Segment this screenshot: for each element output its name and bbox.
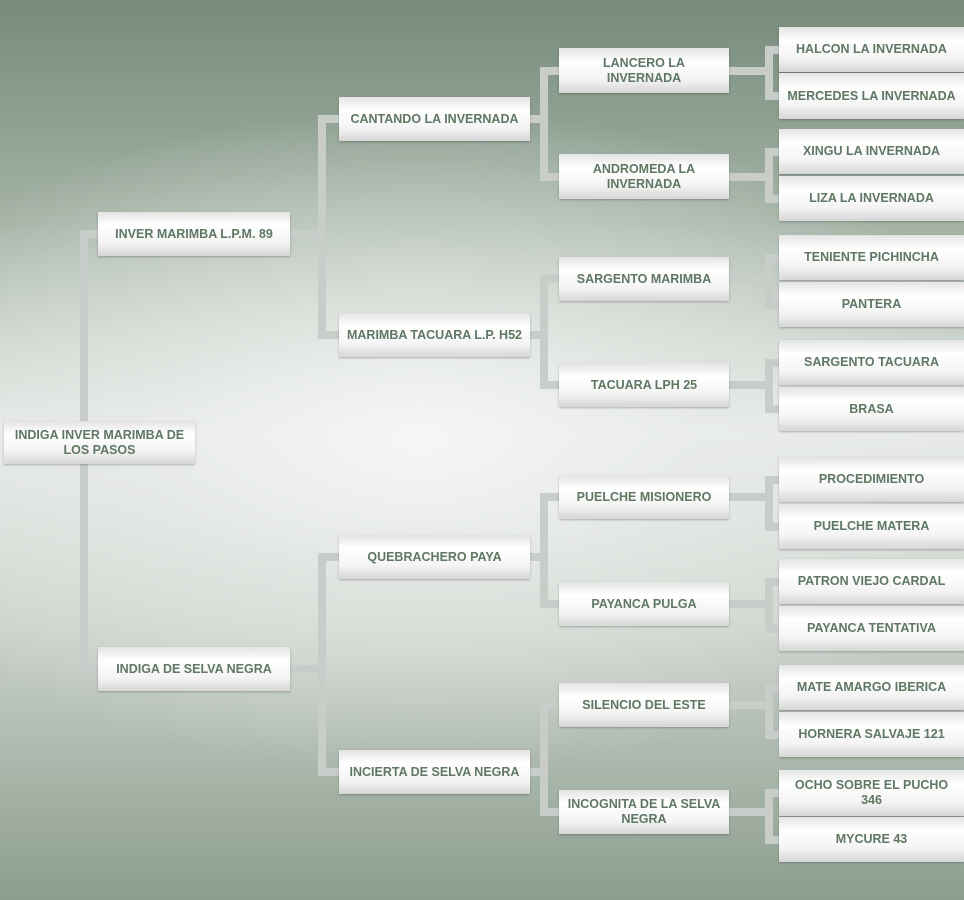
connector-line (318, 553, 326, 776)
connector-line (540, 600, 559, 608)
connector-line (765, 405, 779, 413)
connector-line (765, 835, 779, 844)
connector-line (540, 701, 548, 816)
connector-line (540, 66, 559, 75)
ancestor-gen4-2[interactable]: MERCEDES LA INVERNADA (779, 73, 964, 119)
ancestor-gen4-6[interactable]: PANTERA (779, 282, 964, 327)
ancestor-gen4-10[interactable]: PUELCHE MATERA (779, 504, 964, 549)
ancestor-gen3-2[interactable]: ANDROMEDA LA INVERNADA (559, 154, 729, 199)
ancestor-gen2-3[interactable]: QUEBRACHERO PAYA (339, 535, 530, 579)
ancestor-gen4-13[interactable]: MATE AMARGO IBERICA (779, 665, 964, 710)
ancestor-gen1-2[interactable]: INDIGA DE SELVA NEGRA (98, 647, 290, 691)
connector-line (530, 331, 548, 339)
connector-line (540, 66, 548, 181)
connector-line (765, 194, 779, 203)
ancestor-gen4-4[interactable]: LIZA LA INVERNADA (779, 176, 964, 221)
connector-line (765, 730, 779, 739)
ancestor-gen4-16[interactable]: MYCURE 43 (779, 817, 964, 862)
ancestor-gen2-1[interactable]: CANTANDO LA INVERNADA (339, 97, 530, 141)
ancestor-gen4-14[interactable]: HORNERA SALVAJE 121 (779, 712, 964, 757)
connector-line (765, 475, 773, 531)
ancestor-gen4-12[interactable]: PAYANCA TENTATIVA (779, 606, 964, 651)
connector-line (765, 45, 773, 100)
ancestor-gen3-7[interactable]: SILENCIO DEL ESTE (559, 683, 729, 727)
connector-line (530, 768, 548, 776)
connector-line (765, 475, 779, 484)
connector-line (765, 147, 779, 156)
ancestor-gen3-5[interactable]: PUELCHE MISIONERO (559, 475, 729, 519)
connector-line (530, 115, 548, 123)
connector-line (729, 66, 773, 75)
connector-line (80, 665, 98, 673)
connector-line (318, 553, 339, 561)
connector-line (765, 683, 773, 739)
connector-line (765, 577, 779, 586)
ancestor-gen4-11[interactable]: PATRON VIEJO CARDAL (779, 559, 964, 604)
ancestor-gen3-3[interactable]: SARGENTO MARIMBA (559, 257, 729, 301)
connector-line (729, 381, 773, 389)
ancestor-gen4-8[interactable]: BRASA (779, 387, 964, 431)
connector-line (765, 253, 779, 262)
connector-line (540, 172, 559, 181)
connector-line (729, 808, 773, 816)
ancestor-gen4-7[interactable]: SARGENTO TACUARA (779, 340, 964, 385)
subject-animal[interactable]: INDIGA INVER MARIMBA DE LOS PASOS (4, 421, 195, 464)
connector-line (530, 553, 548, 561)
ancestor-gen4-3[interactable]: XINGU LA INVERNADA (779, 129, 964, 174)
connector-line (765, 45, 779, 54)
connector-line (765, 522, 779, 531)
ancestor-gen4-9[interactable]: PROCEDIMIENTO (779, 457, 964, 502)
ancestor-gen4-5[interactable]: TENIENTE PICHINCHA (779, 235, 964, 280)
connector-line (318, 115, 326, 339)
connector-line (729, 493, 773, 501)
connector-line (765, 577, 773, 633)
connector-line (765, 789, 773, 844)
connector-line (540, 275, 548, 389)
ancestor-gen3-1[interactable]: LANCERO LA INVERNADA (559, 48, 729, 93)
connector-line (765, 358, 779, 367)
connector-line (765, 789, 779, 797)
connector-line (729, 172, 773, 181)
connector-line (540, 381, 559, 389)
connector-line (729, 701, 773, 709)
connector-line (765, 300, 779, 309)
connector-line (540, 808, 559, 816)
connector-line (318, 768, 339, 776)
connector-line (540, 275, 559, 283)
ancestor-gen2-2[interactable]: MARIMBA TACUARA L.P. H52 (339, 313, 530, 357)
connector-line (765, 253, 773, 309)
connector-line (765, 624, 779, 633)
connector-line (765, 147, 773, 203)
connector-line (729, 275, 773, 283)
connector-line (765, 683, 779, 692)
connector-line (318, 331, 339, 339)
ancestor-gen3-8[interactable]: INCOGNITA DE LA SELVA NEGRA (559, 790, 729, 834)
connector-line (80, 230, 98, 238)
ancestor-gen3-4[interactable]: TACUARA LPH 25 (559, 363, 729, 407)
ancestor-gen4-15[interactable]: OCHO SOBRE EL PUCHO 346 (779, 770, 964, 816)
connector-line (540, 493, 548, 608)
connector-line (540, 493, 559, 501)
ancestor-gen3-6[interactable]: PAYANCA PULGA (559, 582, 729, 626)
ancestor-gen2-4[interactable]: INCIERTA DE SELVA NEGRA (339, 750, 530, 794)
ancestor-gen1-1[interactable]: INVER MARIMBA L.P.M. 89 (98, 212, 290, 256)
connector-line (765, 92, 779, 100)
connector-line (765, 358, 773, 413)
connector-line (318, 115, 339, 123)
connector-line (729, 600, 773, 608)
connector-line (290, 230, 326, 238)
connector-line (540, 701, 559, 709)
ancestor-gen4-1[interactable]: HALCON LA INVERNADA (779, 27, 964, 72)
connector-line (290, 665, 326, 673)
